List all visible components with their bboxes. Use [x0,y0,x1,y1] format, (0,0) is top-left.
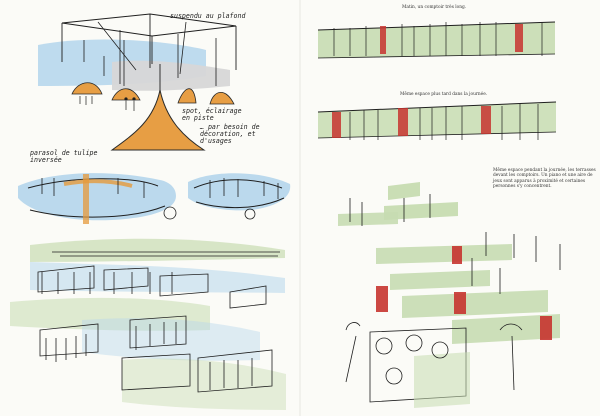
annotation-decoration: … par besoin de décoration, et d'usages [200,123,260,145]
winding-counter-sketch [338,182,561,408]
caption-middle: Même espace plus tard dans la journée. [400,92,488,97]
round-bar-sketch [18,173,291,224]
caption-top: Matin, un comptoir très long. [402,5,467,10]
long-counter-later-sketch [317,101,557,140]
caption-right-block: Même espace pendant la journée, les terr… [493,168,596,190]
annotation-spot: spot, éclairage en piste [182,107,242,122]
suspended-structure-sketch [38,13,237,151]
market-stalls-sketch [10,238,286,410]
annotation-parasol: parasol de tulipe inversée [30,149,98,164]
annotation-suspended: suspendu au plafond [170,12,246,20]
long-counter-morning-sketch [317,21,556,59]
